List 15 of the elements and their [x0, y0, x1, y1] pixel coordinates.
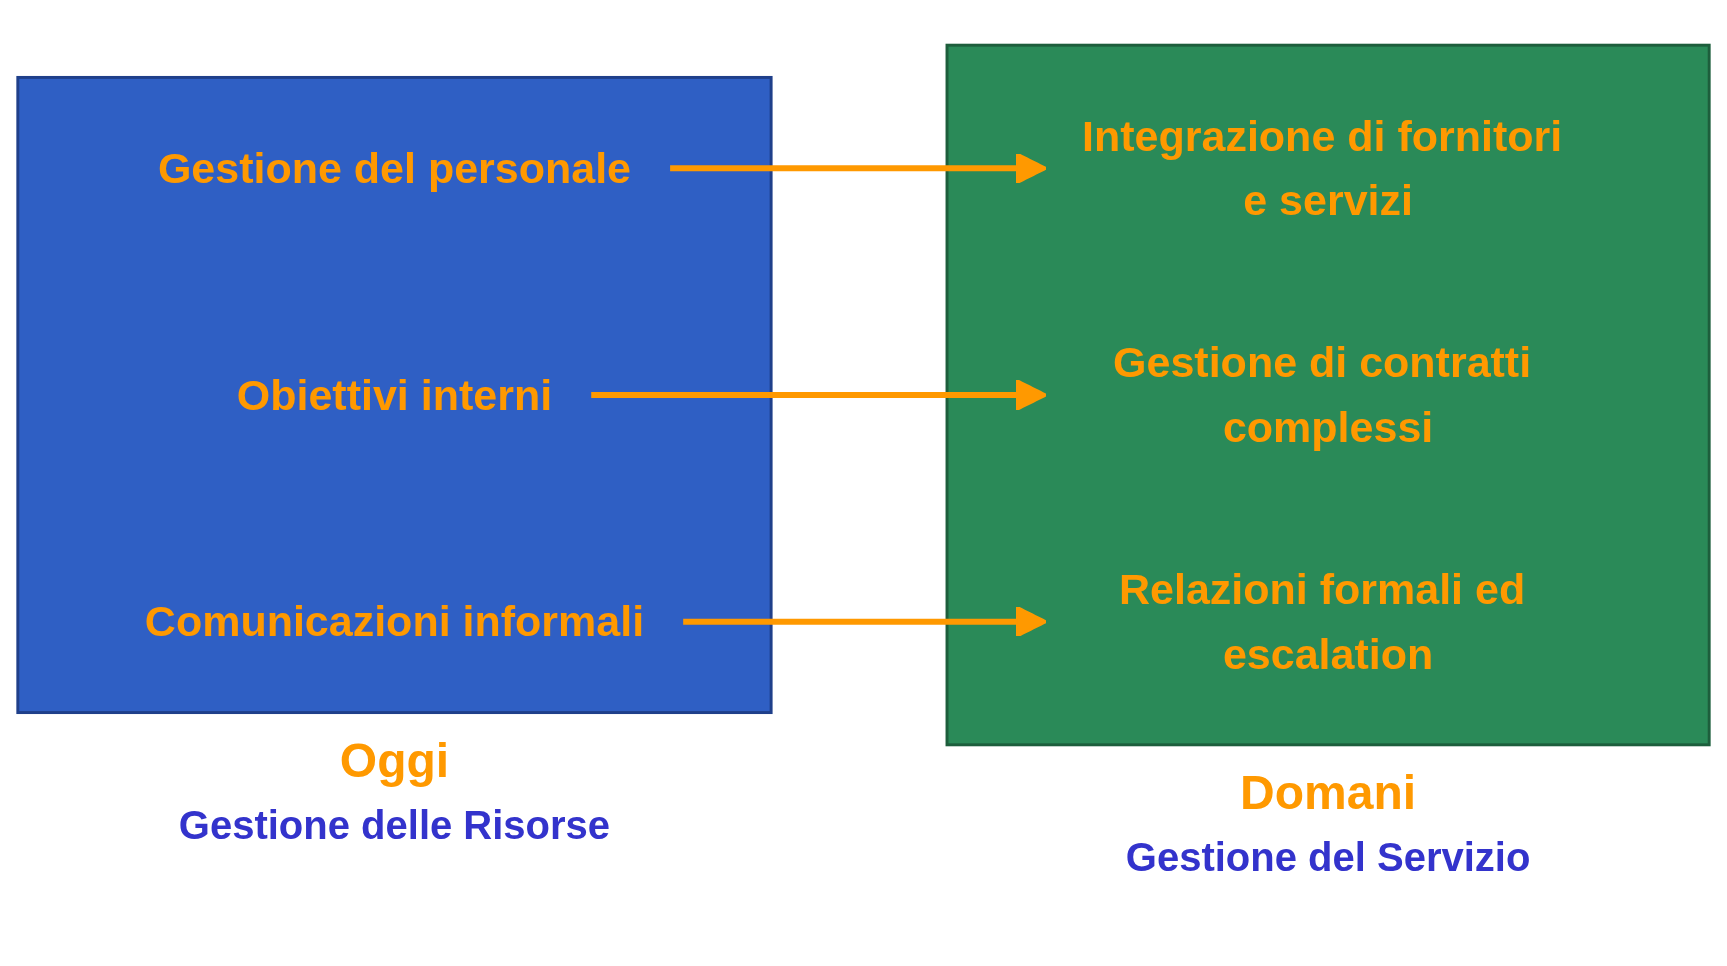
box-caption: Oggi	[339, 732, 450, 788]
arrow	[591, 378, 1048, 412]
node-text: Gestione di contratti complessi	[1113, 338, 1532, 451]
box-caption: Gestione del Servizio	[1125, 834, 1531, 880]
node-text: Integrazione di fornitori e servizi	[1082, 111, 1563, 224]
cluster	[16, 75, 773, 715]
box-caption: Domani	[1240, 764, 1417, 820]
node-text: Relazioni formali ed escalation	[1119, 565, 1526, 678]
node-text: Comunicazioni informali	[144, 597, 645, 646]
arrow	[670, 152, 1048, 185]
box-caption: Gestione delle Risorse	[178, 802, 611, 848]
cluster	[945, 43, 1711, 747]
node-text: Obiettivi interni	[236, 370, 553, 419]
arrow	[683, 605, 1048, 638]
node-text: Gestione del personale	[157, 143, 632, 192]
